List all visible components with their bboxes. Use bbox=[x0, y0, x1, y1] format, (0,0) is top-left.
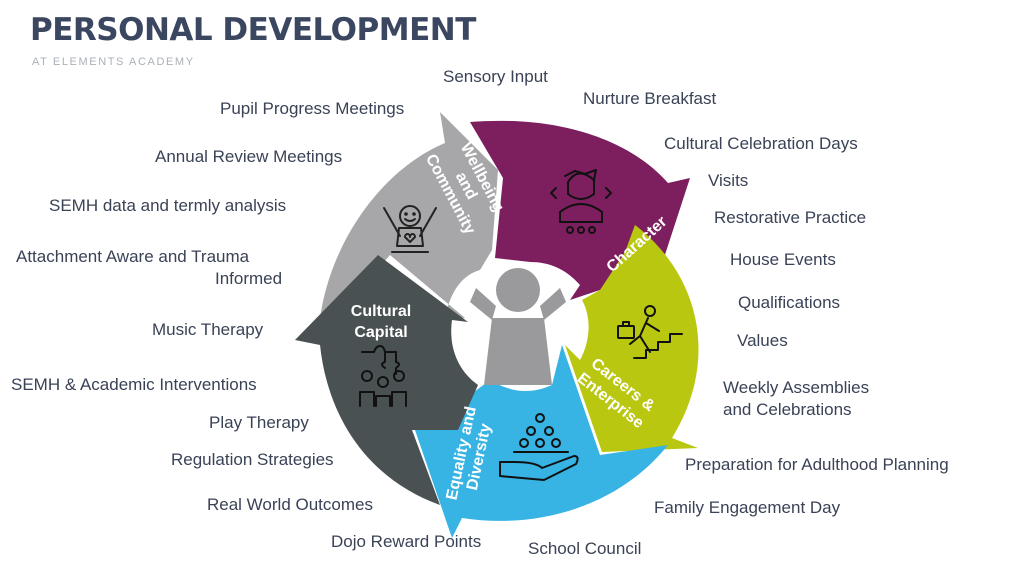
climbing-stairs-briefcase-icon bbox=[617, 305, 683, 359]
happy-person-icon bbox=[383, 205, 437, 253]
label-preparation-for-adulthood: Preparation for Adulthood Planning bbox=[685, 455, 949, 474]
person-thinking-icon bbox=[550, 169, 612, 234]
svg-text:Capital: Capital bbox=[354, 324, 407, 341]
label-sensory-input: Sensory Input bbox=[443, 67, 548, 86]
segment-label-cultural: Cultural Capital bbox=[351, 303, 411, 341]
label-real-world-outcomes: Real World Outcomes bbox=[207, 495, 373, 514]
label-regulation-strategies: Regulation Strategies bbox=[171, 450, 334, 469]
label-music-therapy: Music Therapy bbox=[152, 320, 264, 339]
label-weekly-assemblies-line2: and Celebrations bbox=[723, 400, 852, 419]
label-weekly-assemblies: Weekly Assemblies bbox=[723, 378, 870, 397]
hand-holding-people-icon bbox=[499, 413, 579, 481]
label-qualifications: Qualifications bbox=[738, 293, 841, 312]
label-house-events: House Events bbox=[730, 250, 836, 269]
child-silhouette-icon bbox=[470, 268, 566, 385]
label-nurture-breakfast: Nurture Breakfast bbox=[583, 89, 717, 108]
label-attachment-aware: Attachment Aware and Trauma bbox=[16, 247, 250, 266]
puzzle-people-icon bbox=[359, 345, 407, 407]
label-attachment-aware-line2: Informed bbox=[215, 269, 283, 288]
segment-cultural bbox=[295, 255, 478, 505]
segment-equality bbox=[415, 345, 668, 538]
label-visits: Visits bbox=[708, 171, 749, 190]
label-family-engagement-day: Family Engagement Day bbox=[654, 498, 841, 517]
label-school-council: School Council bbox=[528, 539, 642, 558]
page-subtitle: AT ELEMENTS ACADEMY bbox=[32, 56, 195, 68]
label-semh-data: SEMH data and termly analysis bbox=[49, 196, 287, 215]
label-values: Values bbox=[737, 331, 788, 350]
label-dojo-reward-points: Dojo Reward Points bbox=[331, 532, 482, 551]
label-pupil-progress-meetings: Pupil Progress Meetings bbox=[220, 99, 405, 118]
page-title: PERSONAL DEVELOPMENT bbox=[30, 12, 476, 48]
label-play-therapy: Play Therapy bbox=[209, 413, 309, 432]
svg-text:Cultural: Cultural bbox=[351, 303, 411, 320]
label-restorative-practice: Restorative Practice bbox=[714, 208, 867, 227]
label-cultural-celebration-days: Cultural Celebration Days bbox=[664, 134, 858, 153]
label-semh-academic-interventions: SEMH & Academic Interventions bbox=[11, 375, 257, 394]
label-annual-review-meetings: Annual Review Meetings bbox=[155, 147, 343, 166]
